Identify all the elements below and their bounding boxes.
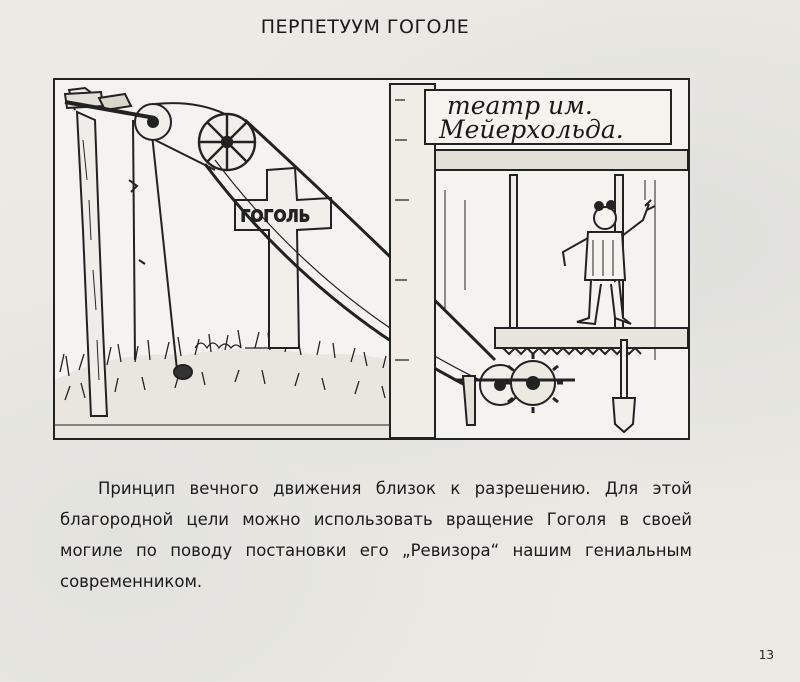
crank-handle bbox=[97, 92, 133, 112]
rope bbox=[128, 119, 193, 380]
caption-paragraph: Принцип вечного движения близок к разреш… bbox=[60, 479, 692, 591]
theater-sign-line2: Мейерхольда. bbox=[438, 115, 624, 144]
theater-sign: театр им. Мейерхольда. bbox=[424, 89, 672, 145]
left-pulley bbox=[64, 100, 172, 141]
page-number: 13 bbox=[758, 648, 774, 662]
caption-text-block: Принцип вечного движения близок к разреш… bbox=[60, 473, 692, 597]
crank-post bbox=[63, 86, 109, 417]
actor-figure bbox=[561, 199, 656, 326]
theater-sign-line1: театр им. bbox=[447, 91, 593, 120]
grave-cross: ГОГОЛЬ bbox=[234, 166, 332, 349]
gear-mechanism bbox=[455, 353, 575, 426]
stage-platform bbox=[494, 327, 688, 356]
signature-scribble bbox=[194, 342, 275, 350]
grass bbox=[55, 329, 415, 438]
cartoon-illustration: ГОГОЛЬ театр им. Мейерхольда. bbox=[53, 78, 690, 440]
theater-building bbox=[389, 83, 688, 438]
upper-belt bbox=[154, 102, 226, 171]
page-title: ПЕРПЕТУУМ ГОГОЛЕ bbox=[260, 16, 470, 38]
shovel bbox=[611, 339, 637, 434]
upper-wheel bbox=[197, 112, 257, 172]
cartoon-drawing: ГОГОЛЬ театр им. Мейерхольда. bbox=[55, 83, 688, 438]
